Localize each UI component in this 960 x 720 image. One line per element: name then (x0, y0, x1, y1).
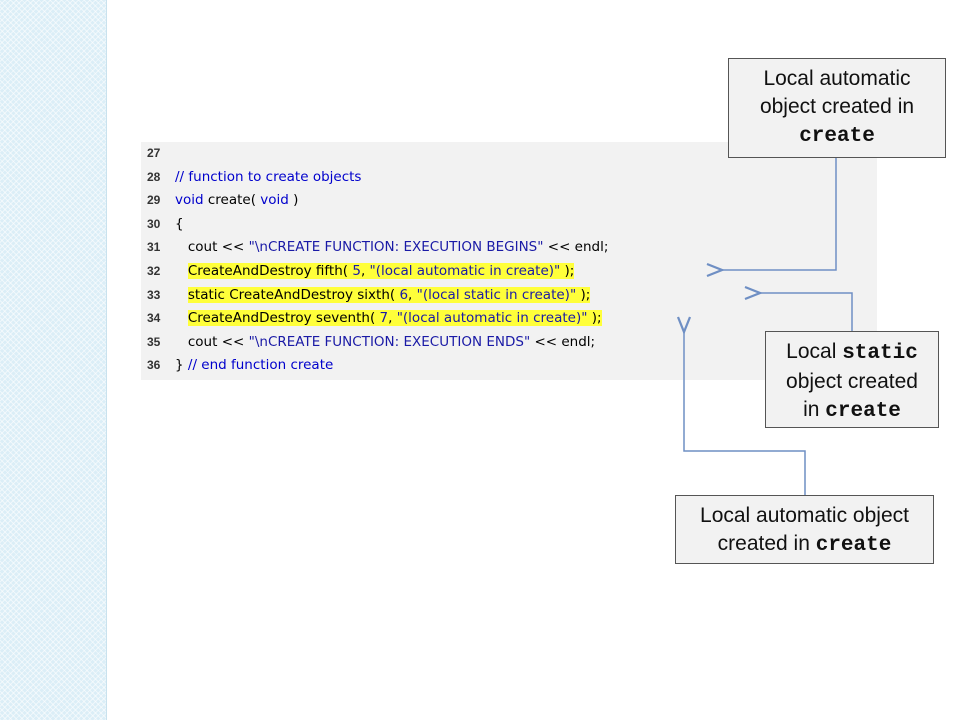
line-number: 30 (147, 216, 161, 231)
callout-code-word: create (799, 125, 875, 148)
code-token: ); (560, 263, 575, 279)
code-listing: 27 28 // function to create objects 29 void … (141, 142, 877, 380)
code-token: ); (576, 286, 591, 303)
callout-text-line: object created (786, 370, 918, 393)
code-text: CreateAndDestroy fifth( 5, "(local autom… (175, 260, 575, 283)
callout-code-word: static (842, 342, 918, 365)
code-token: void (260, 192, 289, 209)
code-token: { (175, 215, 184, 232)
code-token: "(local static in create)" (416, 286, 577, 303)
callout-local-automatic-seventh: Local automatic object created in create (675, 495, 934, 564)
code-text: CreateAndDestroy seventh( 7, "(local aut… (175, 307, 602, 330)
code-token: cout << (175, 333, 249, 350)
code-token: create( (203, 192, 261, 209)
code-token: "(local automatic in create)" (369, 263, 561, 279)
line-number: 33 (147, 287, 161, 302)
code-token: , (408, 286, 417, 303)
callout-code-word: create (825, 400, 901, 423)
callout-text-line: object created in (759, 95, 915, 118)
code-token: , (388, 310, 397, 327)
code-token: << endl; (530, 333, 596, 350)
code-line: 34 CreateAndDestroy seventh( 7, "(local … (141, 307, 877, 330)
code-token: // function to create objects (175, 168, 362, 185)
code-line: 36} // end function create (141, 354, 877, 377)
line-number: 29 (147, 193, 161, 208)
connector-arrow-fifth (722, 158, 837, 270)
decorative-side-strip (0, 0, 107, 720)
code-line: 28 // function to create objects (141, 166, 877, 189)
code-line: 29 void create( void ) (141, 189, 877, 212)
code-line: 30 { (141, 213, 877, 236)
code-token: ); (587, 310, 602, 327)
callout-code-word: create (815, 534, 892, 557)
code-token: cout << (175, 239, 249, 256)
code-token: ) (288, 192, 299, 209)
callout-text: in (803, 398, 826, 421)
code-token: // end function create (187, 357, 334, 374)
code-token: "\nCREATE FUNCTION: EXECUTION ENDS" (248, 333, 531, 350)
callout-local-static-sixth: Local static object created in create (765, 331, 939, 428)
code-line: 33 static CreateAndDestroy sixth( 6, "(l… (141, 284, 877, 307)
code-line: 27 (141, 142, 877, 165)
connector-arrow-seventh (684, 332, 806, 495)
code-token: "(local automatic in create)" (396, 310, 588, 327)
code-token: CreateAndDestroy seventh( (187, 310, 380, 327)
code-text: } // end function create (175, 354, 333, 377)
code-token: 5 (352, 263, 361, 279)
code-token: static CreateAndDestroy sixth( (187, 286, 400, 303)
code-line: 35 cout << "\nCREATE FUNCTION: EXECUTION… (141, 331, 877, 354)
connector-arrow-sixth (760, 293, 853, 331)
callout-text-line: Local automatic object (700, 504, 909, 527)
code-text: void create( void ) (175, 189, 298, 212)
code-text: cout << "\nCREATE FUNCTION: EXECUTION BE… (175, 236, 609, 259)
code-line: 31 cout << "\nCREATE FUNCTION: EXECUTION… (141, 236, 877, 259)
callout-local-automatic-fifth: Local automatic object created in create (728, 58, 946, 158)
code-token: } (175, 357, 188, 374)
callout-text: Local (786, 340, 843, 363)
code-token: 6 (399, 286, 409, 303)
line-number: 32 (147, 264, 161, 278)
line-number: 35 (147, 334, 161, 349)
code-token: CreateAndDestroy fifth( (187, 263, 353, 279)
code-text: // function to create objects (175, 166, 361, 189)
code-line: 32 CreateAndDestroy fifth( 5, "(local au… (141, 260, 877, 283)
code-token: void (175, 192, 204, 209)
callout-text-line: Local automatic (763, 67, 911, 90)
line-number: 28 (147, 169, 161, 184)
code-text: cout << "\nCREATE FUNCTION: EXECUTION EN… (175, 331, 595, 354)
code-token: << endl; (543, 239, 609, 256)
callout-text: created in (717, 532, 816, 555)
code-text: static CreateAndDestroy sixth( 6, "(loca… (175, 284, 591, 307)
code-token: 7 (379, 310, 389, 327)
line-number: 34 (147, 311, 161, 326)
line-number: 31 (147, 240, 161, 255)
code-token: , (360, 263, 370, 279)
line-number: 36 (147, 358, 161, 373)
code-token: "\nCREATE FUNCTION: EXECUTION BEGINS" (248, 239, 544, 256)
code-text: { (175, 213, 184, 236)
line-number: 27 (147, 146, 161, 160)
